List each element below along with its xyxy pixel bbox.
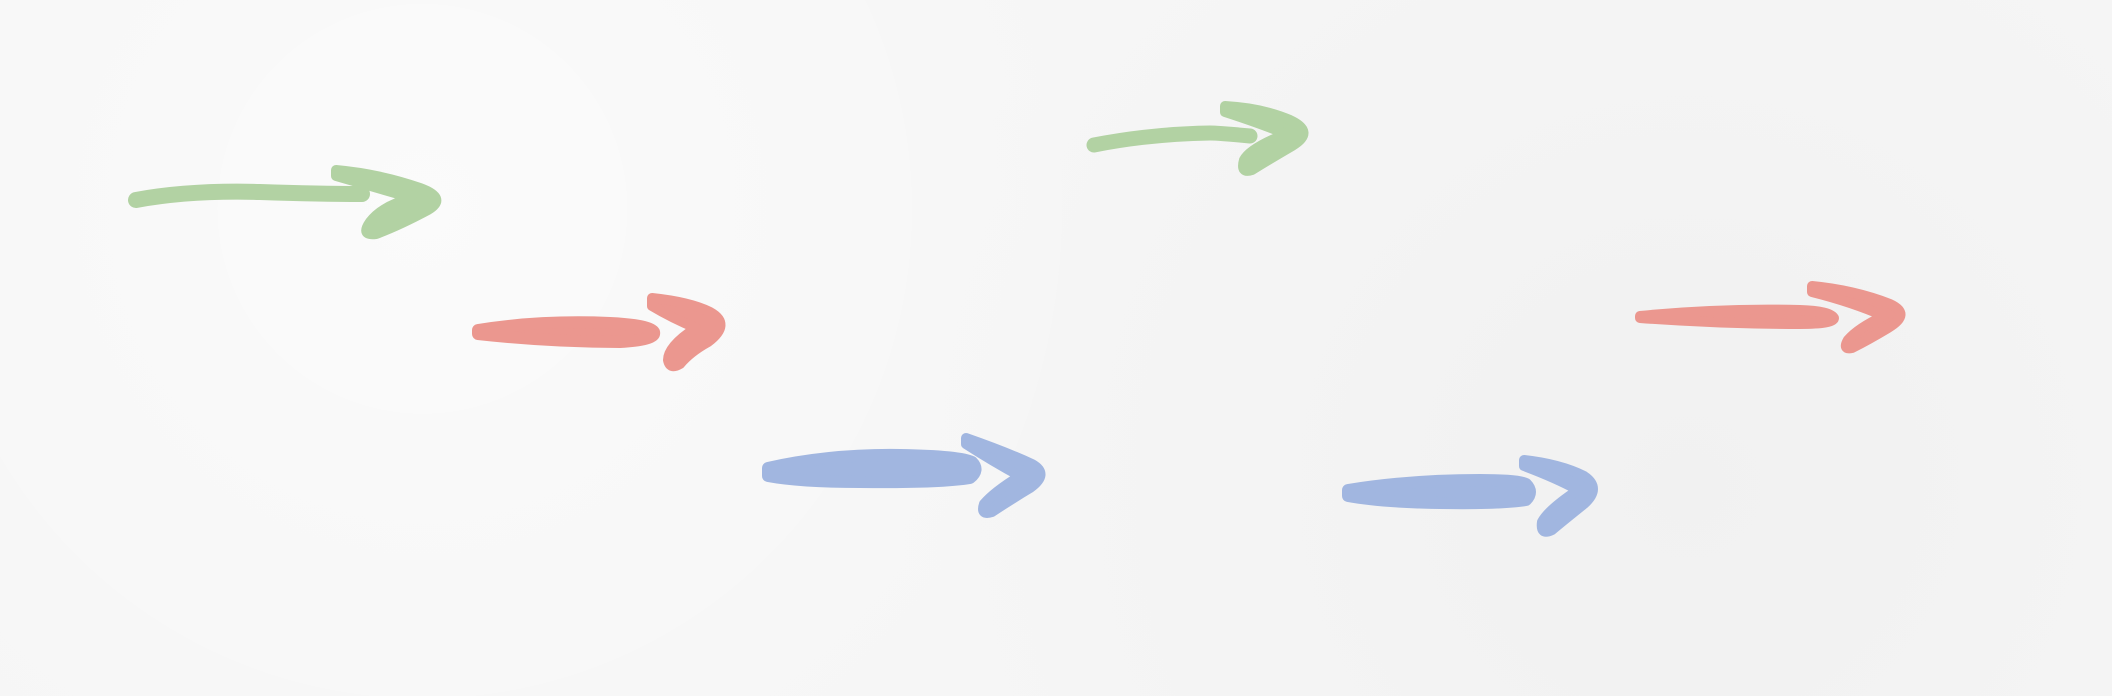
blue-arrow-2 <box>1342 455 1598 537</box>
blue-arrow-1 <box>762 433 1046 518</box>
green-arrow-2 <box>1086 101 1309 176</box>
arrow-head <box>331 165 442 240</box>
arrow-head <box>1519 455 1598 537</box>
arrow-head <box>1220 101 1309 176</box>
arrow-head <box>1807 281 1906 354</box>
arrow-shaft <box>472 316 660 348</box>
red-arrow-2 <box>1635 281 1906 354</box>
arrow-shaft <box>128 183 370 208</box>
arrow-shaft <box>1342 474 1536 510</box>
arrow-shaft <box>1086 125 1258 153</box>
green-arrow-1 <box>128 165 442 240</box>
arrow-head <box>647 293 726 372</box>
arrow-shaft <box>1635 304 1839 329</box>
arrow-head <box>961 433 1046 518</box>
arrow-shaft <box>762 448 982 489</box>
red-arrow-1 <box>472 293 726 372</box>
